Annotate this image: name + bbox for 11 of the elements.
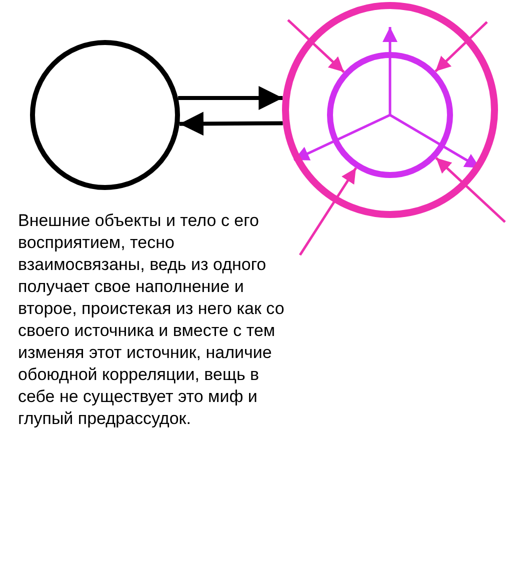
circle-shape (327, 52, 453, 178)
arrow (287, 19, 345, 73)
arrow (179, 112, 283, 136)
circle-shape (282, 2, 498, 218)
arrow (435, 157, 506, 223)
arrow (298, 167, 357, 256)
arrow (178, 86, 283, 110)
arrow (382, 27, 398, 115)
circle-shape (30, 40, 180, 190)
paragraph-text: Внешние объекты и тело с его восприятием, тесно взаимосвязаны, ведь из одного получает свое наполнение и второе, проистекая из него как со своего источника и вместе с тем изменяя этот источник, наличие обоюдной корреляции, вещь в себе не существует это миф и глупый предрассудок. (18, 210, 286, 430)
arrow (434, 21, 488, 72)
